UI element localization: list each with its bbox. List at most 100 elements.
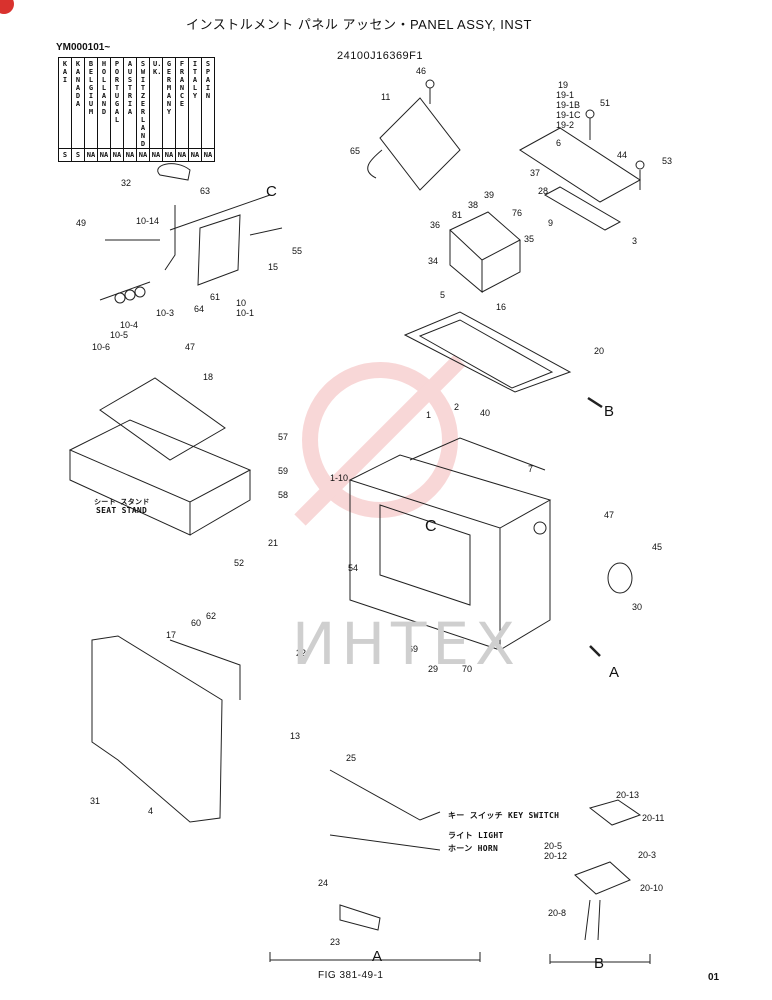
part-number-label: 10-3 — [156, 308, 175, 318]
part-number-label: 45 — [652, 542, 663, 552]
corner-badge — [0, 0, 14, 14]
part-number-label: 25 — [346, 753, 357, 763]
part-number-label: 37 — [530, 168, 541, 178]
part-number-label: 65 — [350, 146, 361, 156]
seat-stand-label: SEAT STAND — [96, 506, 148, 515]
watermark-text: ИНТЕХ — [292, 610, 521, 678]
part-number-label: 22 — [296, 648, 307, 658]
part-number-label: 47 — [604, 510, 615, 520]
part-number-label: 9 — [548, 218, 554, 228]
view-marker-c-housing: C — [425, 518, 437, 535]
part-number-label: 47 — [185, 342, 196, 352]
part-number-label: 46 — [416, 66, 427, 76]
part-number-label: 63 — [200, 186, 211, 196]
detail-label-a: A — [372, 948, 383, 965]
part-number-label: 2 — [454, 402, 460, 412]
part-number-label: 38 — [468, 200, 479, 210]
instrument-housing-1 — [348, 437, 552, 651]
detail-a-bracket — [269, 952, 481, 962]
part-number-label: 52 — [234, 558, 245, 568]
view-marker-c-top: C — [266, 183, 277, 200]
detail-b-bracket — [549, 954, 651, 964]
part-number-label: 64 — [194, 304, 205, 314]
part-number-label: 34 — [428, 256, 439, 266]
part-number-label: 20-13 — [616, 790, 640, 800]
part-number-label: 17 — [166, 630, 177, 640]
part-number-label: 15 — [268, 262, 279, 272]
part-number-label: 58 — [278, 490, 289, 500]
figure-number: FIG 381-49-1 — [318, 970, 384, 981]
part-number-label: 55 — [292, 246, 303, 256]
detail-b-connector — [574, 799, 642, 941]
part-number-label: 20-8 — [548, 908, 567, 918]
part-number-label: 20 — [594, 346, 605, 356]
country-name-cell: SPAIN — [201, 57, 215, 149]
knob-30 — [607, 562, 633, 594]
part-number-label: 20-3 — [638, 850, 657, 860]
part-number-label: 40 — [480, 408, 491, 418]
switch-plate-3 — [519, 109, 645, 231]
part-number-label: 29 — [428, 664, 439, 674]
part-number-label: 10-1 — [236, 308, 255, 318]
part-number-label: 81 — [452, 210, 463, 220]
part-number-label: 19 — [558, 80, 569, 90]
part-number-label: 19-1 — [556, 90, 575, 100]
gasket-2 — [403, 311, 572, 393]
part-number-label: 59 — [278, 466, 289, 476]
cover-plate-4 — [91, 635, 241, 823]
part-number-label: 10-5 — [110, 330, 129, 340]
part-number-label: 1-10 — [330, 473, 349, 483]
cover-panel-11 — [367, 79, 461, 191]
part-number-label: 70 — [462, 664, 473, 674]
horn-label: ホーン HORN — [448, 844, 499, 853]
part-number-label: 49 — [76, 218, 87, 228]
part-number-label: 6 — [556, 138, 562, 148]
part-number-label: 11 — [381, 92, 391, 102]
part-number-label: 20-10 — [640, 883, 664, 893]
part-number-label: 24 — [318, 878, 329, 888]
part-number-label: 35 — [524, 234, 535, 244]
part-number-label: 57 — [278, 432, 289, 442]
part-number-label: 54 — [348, 563, 359, 573]
part-number-label: 19-2 — [556, 120, 575, 130]
part-number-label: 13 — [290, 731, 301, 741]
part-number-label: 20-12 — [544, 851, 568, 861]
part-number-label: 32 — [121, 178, 132, 188]
part-number-label: 53 — [662, 156, 673, 166]
part-number-label: 10 — [236, 298, 247, 308]
part-number-label: 10-14 — [136, 216, 160, 226]
part-number-label: 10-4 — [120, 320, 139, 330]
part-number-label: 20-5 — [544, 841, 563, 851]
view-arrow-a — [589, 645, 601, 657]
view-marker-a: A — [609, 664, 620, 681]
part-number-label: 76 — [512, 208, 523, 218]
part-number-label: 3 — [632, 236, 638, 246]
serial-range: YM000101~ — [56, 42, 111, 53]
part-number-label: 7 — [528, 464, 534, 474]
part-number-label: 28 — [538, 186, 549, 196]
part-number-label: 1 — [426, 410, 432, 420]
view-marker-b: B — [604, 403, 615, 420]
part-number-label: 23 — [330, 937, 341, 947]
part-number-label: 44 — [617, 150, 628, 160]
country-code-cell: NA — [201, 148, 215, 162]
part-number-label: 36 — [430, 220, 441, 230]
part-number-label: 62 — [206, 611, 217, 621]
seat-stand — [68, 377, 252, 536]
key-switch-group — [329, 769, 441, 931]
page-title: インストルメント パネル アッセン・PANEL ASSY, INST — [186, 17, 532, 32]
part-number-label: 10-6 — [92, 342, 111, 352]
page-number: 01 — [708, 972, 720, 983]
key-switch-label: キー スイッチ KEY SWITCH — [448, 811, 560, 820]
part-number-label: 19-1C — [556, 110, 581, 120]
detail-label-b: B — [594, 955, 605, 972]
switch-block-5 — [449, 211, 521, 294]
country-name-cell: PORTUGAL — [110, 57, 124, 149]
view-arrow-b — [587, 396, 603, 409]
part-number-label: 16 — [496, 302, 507, 312]
part-number-label: 31 — [90, 796, 101, 806]
part-number-label: 20-11 — [642, 813, 665, 823]
seat-stand-jp-label: シート スタンド — [94, 498, 150, 506]
part-number-label: 51 — [600, 98, 611, 108]
